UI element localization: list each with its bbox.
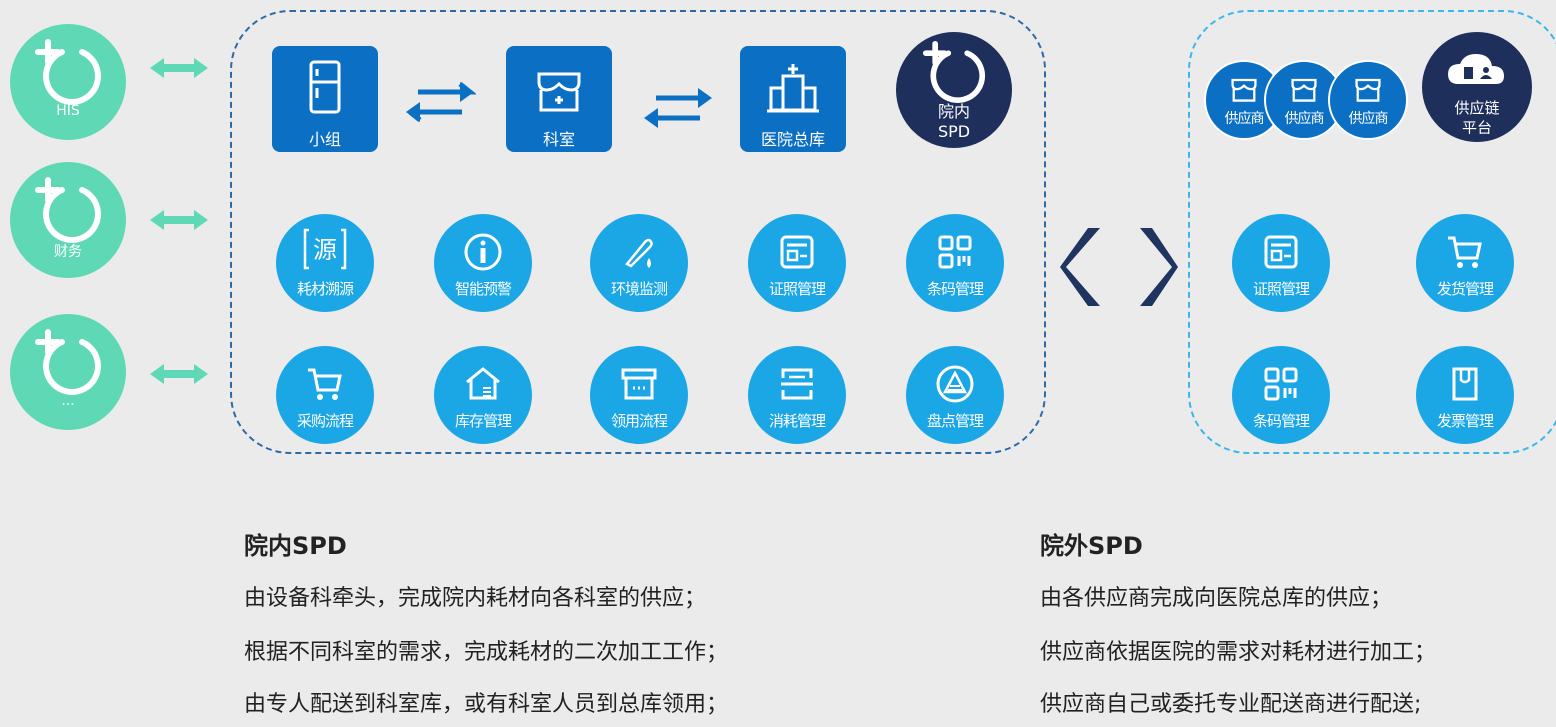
- module-inventory: 库存管理: [434, 346, 532, 444]
- external-module-shipping: 发货管理: [1416, 214, 1514, 312]
- module-label: 采购流程: [296, 412, 354, 430]
- store-icon: [1355, 78, 1381, 102]
- hospital-warehouse-node: 医院总库: [740, 46, 846, 152]
- platform-label: 供应链 平台: [1454, 99, 1500, 134]
- internal-spd-boundary: [230, 10, 1046, 454]
- supply-chain-platform-node: 供应链 平台: [1422, 32, 1532, 142]
- qr-code-icon: [1264, 367, 1298, 401]
- exchange-arrows-icon: [644, 88, 712, 128]
- scan-icon: [781, 368, 813, 400]
- his-label: HIS: [56, 103, 80, 119]
- plus-cycle-icon: [35, 177, 101, 243]
- internal-spd-line: 根据不同科室的需求，完成耗材的二次加工工作；: [244, 640, 729, 665]
- module-consumption: 消耗管理: [748, 346, 846, 444]
- external-module-invoice: 发票管理: [1416, 346, 1514, 444]
- module-label: 智能预警: [454, 280, 512, 298]
- warehouse-icon: [466, 367, 500, 400]
- module-requisition: 领用流程: [590, 346, 688, 444]
- internal-spd-label: 院内 SPD: [937, 102, 971, 141]
- double-arrow-icon: [150, 364, 208, 384]
- module-label: 条码管理: [1252, 412, 1310, 430]
- internal-spd-title: 院内SPD: [244, 532, 347, 560]
- cloud-users-icon: [1448, 54, 1504, 84]
- his-system-node: HIS: [10, 24, 126, 140]
- external-spd-line: 供应商依据医院的需求对耗材进行加工；: [1040, 640, 1437, 665]
- finance-label: 财务: [54, 244, 82, 260]
- info-icon: [464, 233, 502, 271]
- fridge-icon: [309, 60, 341, 114]
- double-arrow-icon: [150, 210, 208, 230]
- invoice-icon: [1452, 367, 1478, 401]
- external-module-barcode: 条码管理: [1232, 346, 1330, 444]
- internal-spd-line: 由设备科牵头，完成院内耗材向各科室的供应；: [244, 586, 707, 611]
- module-barcode: 条码管理: [906, 214, 1004, 312]
- plus-cycle-icon: [35, 329, 101, 395]
- group-node: 小组: [272, 46, 378, 152]
- module-procurement: 采购流程: [276, 346, 374, 444]
- module-license: 证照管理: [748, 214, 846, 312]
- module-label: 领用流程: [610, 412, 668, 430]
- plus-cycle-icon: [922, 40, 986, 103]
- supplier-node: 供应商: [1328, 60, 1408, 140]
- thermometer-icon: [625, 238, 653, 268]
- store-icon: [1291, 78, 1317, 102]
- archive-box-icon: [621, 368, 657, 400]
- module-label: 证照管理: [1252, 280, 1310, 298]
- triangle-badge-icon: [936, 365, 974, 403]
- group-label: 小组: [308, 130, 341, 149]
- external-module-license: 证照管理: [1232, 214, 1330, 312]
- module-smart-alert: 智能预警: [434, 214, 532, 312]
- exchange-brackets-icon: [1060, 228, 1178, 306]
- hospital-building-icon: [767, 64, 819, 113]
- other-system-node: ...: [10, 314, 126, 430]
- external-spd-title: 院外SPD: [1040, 532, 1143, 560]
- qr-code-icon: [938, 235, 972, 269]
- module-label: 发票管理: [1436, 412, 1494, 430]
- exchange-arrows-icon: [406, 82, 476, 122]
- store-icon: [537, 72, 581, 112]
- external-spd-line: 供应商自己或委托专业配送商进行配送;: [1040, 692, 1422, 717]
- cart-icon: [308, 368, 342, 400]
- hospital-warehouse-label: 医院总库: [760, 130, 825, 149]
- svg-text:源: 源: [313, 236, 337, 264]
- supplier-label: 供应商: [1284, 111, 1325, 127]
- module-label: 发货管理: [1436, 280, 1494, 298]
- supplier-label: 供应商: [1224, 111, 1265, 127]
- double-arrow-icon: [150, 58, 208, 78]
- module-label: 证照管理: [768, 280, 826, 298]
- source-tag-icon: 源: [303, 228, 347, 270]
- department-node: 科室: [506, 46, 612, 152]
- module-label: 消耗管理: [768, 412, 826, 430]
- module-label: 库存管理: [454, 412, 512, 430]
- module-traceability: 源 耗材溯源: [276, 214, 374, 312]
- license-card-icon: [780, 235, 814, 269]
- module-label: 盘点管理: [926, 412, 984, 430]
- other-label: ...: [61, 393, 75, 409]
- module-stocktake: 盘点管理: [906, 346, 1004, 444]
- module-label: 耗材溯源: [296, 280, 354, 298]
- finance-system-node: 财务: [10, 162, 126, 278]
- internal-spd-node: 院内 SPD: [896, 32, 1012, 148]
- module-label: 条码管理: [926, 280, 984, 298]
- plus-cycle-icon: [35, 39, 101, 105]
- supplier-label: 供应商: [1348, 111, 1389, 127]
- internal-spd-line: 由专人配送到科室库，或有科室人员到总库领用；: [244, 692, 729, 717]
- module-env-monitor: 环境监测: [590, 214, 688, 312]
- store-icon: [1231, 78, 1257, 102]
- module-label: 环境监测: [610, 280, 668, 298]
- cart-icon: [1448, 236, 1482, 268]
- license-card-icon: [1264, 235, 1298, 269]
- department-label: 科室: [542, 130, 575, 149]
- external-spd-boundary: [1188, 10, 1556, 454]
- external-spd-line: 由各供应商完成向医院总库的供应；: [1040, 586, 1393, 611]
